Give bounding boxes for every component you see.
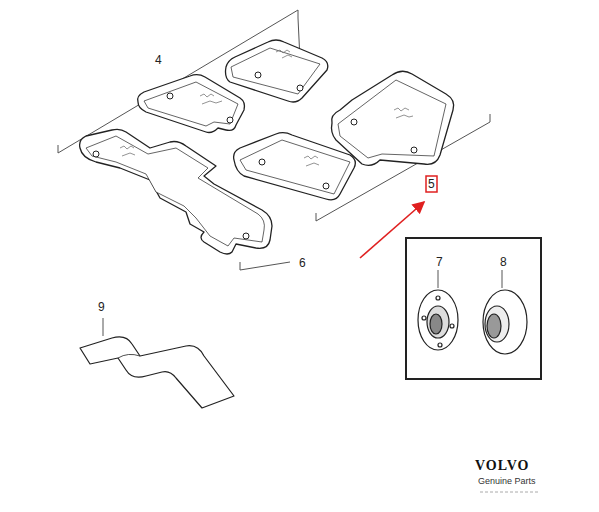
callout-number: 6 — [299, 256, 306, 270]
callout-number: 7 — [436, 255, 443, 269]
callout-number: 4 — [153, 53, 164, 67]
inset-box: 78 — [405, 237, 542, 380]
callout-number: 8 — [500, 255, 507, 269]
brand-subtitle: Genuine Parts — [478, 476, 536, 486]
callout-number: 5 — [428, 177, 435, 191]
callout-number: 9 — [98, 300, 105, 314]
brand-logo: VOLVO — [475, 459, 530, 473]
